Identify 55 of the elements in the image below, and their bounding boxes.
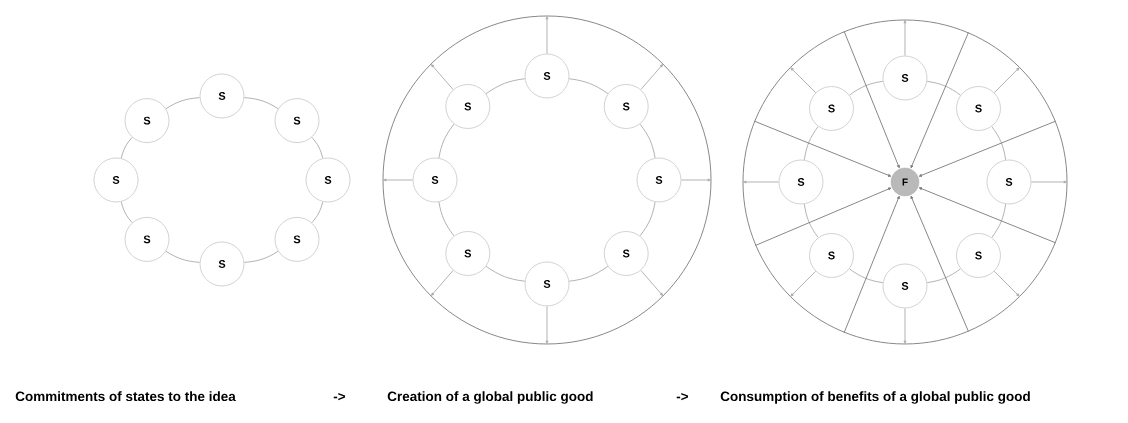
ring-arc	[438, 123, 455, 159]
ring-arc	[485, 265, 526, 282]
arrow	[640, 64, 663, 90]
ring-arc	[120, 136, 133, 159]
arrow	[790, 270, 817, 297]
ring-arc	[991, 203, 1007, 238]
arrow	[1030, 180, 1067, 184]
outer-circle	[742, 19, 1068, 345]
arrow	[545, 16, 549, 55]
ring-arc	[485, 78, 526, 95]
ring-arc	[438, 201, 455, 237]
label-text: Creation of a global public good	[387, 391, 593, 404]
ring-arc	[849, 80, 884, 96]
ring-arc	[803, 126, 819, 161]
spoke-arrow	[753, 120, 892, 177]
arrow	[431, 64, 454, 90]
spoke-arrow	[910, 195, 969, 332]
ring-arc	[165, 97, 201, 110]
arrow	[993, 67, 1020, 94]
arrow	[640, 269, 663, 296]
arrow	[903, 307, 907, 344]
arrow	[790, 67, 817, 94]
ring-arc	[991, 126, 1007, 161]
ring-arc	[639, 123, 656, 159]
ring-arc	[311, 136, 324, 159]
spoke-arrow	[843, 30, 900, 169]
ring-arc	[243, 250, 279, 263]
spoke-arrow	[918, 187, 1057, 244]
ring-arc	[639, 201, 656, 237]
spoke-arrow	[754, 187, 892, 246]
label-text: Commitments of states to the idea	[15, 391, 236, 402]
spoke-arrow	[918, 120, 1057, 177]
spoke-arrow	[843, 195, 900, 334]
ring-arc	[568, 265, 609, 282]
outer-circle	[382, 15, 712, 345]
ring-arc	[165, 250, 201, 263]
label-text: ->	[676, 392, 689, 401]
ring-arc	[243, 97, 279, 110]
label-text: ->	[333, 392, 346, 401]
ring-arc	[849, 268, 884, 284]
ring-arc	[311, 201, 324, 224]
ring-arc	[568, 78, 609, 95]
arrow	[993, 270, 1020, 297]
arrow	[431, 269, 454, 296]
ring-arc	[120, 201, 133, 224]
label-text: Consumption of benefits of a global public good	[720, 391, 1030, 404]
arrow	[680, 178, 711, 182]
arrow	[903, 20, 907, 57]
ring-arc	[926, 268, 961, 284]
arrow	[383, 178, 414, 182]
arrow	[545, 305, 549, 344]
arrow	[743, 180, 780, 184]
ring-arc	[803, 203, 819, 238]
ring-arc	[926, 80, 961, 96]
spoke-arrow	[910, 31, 969, 169]
